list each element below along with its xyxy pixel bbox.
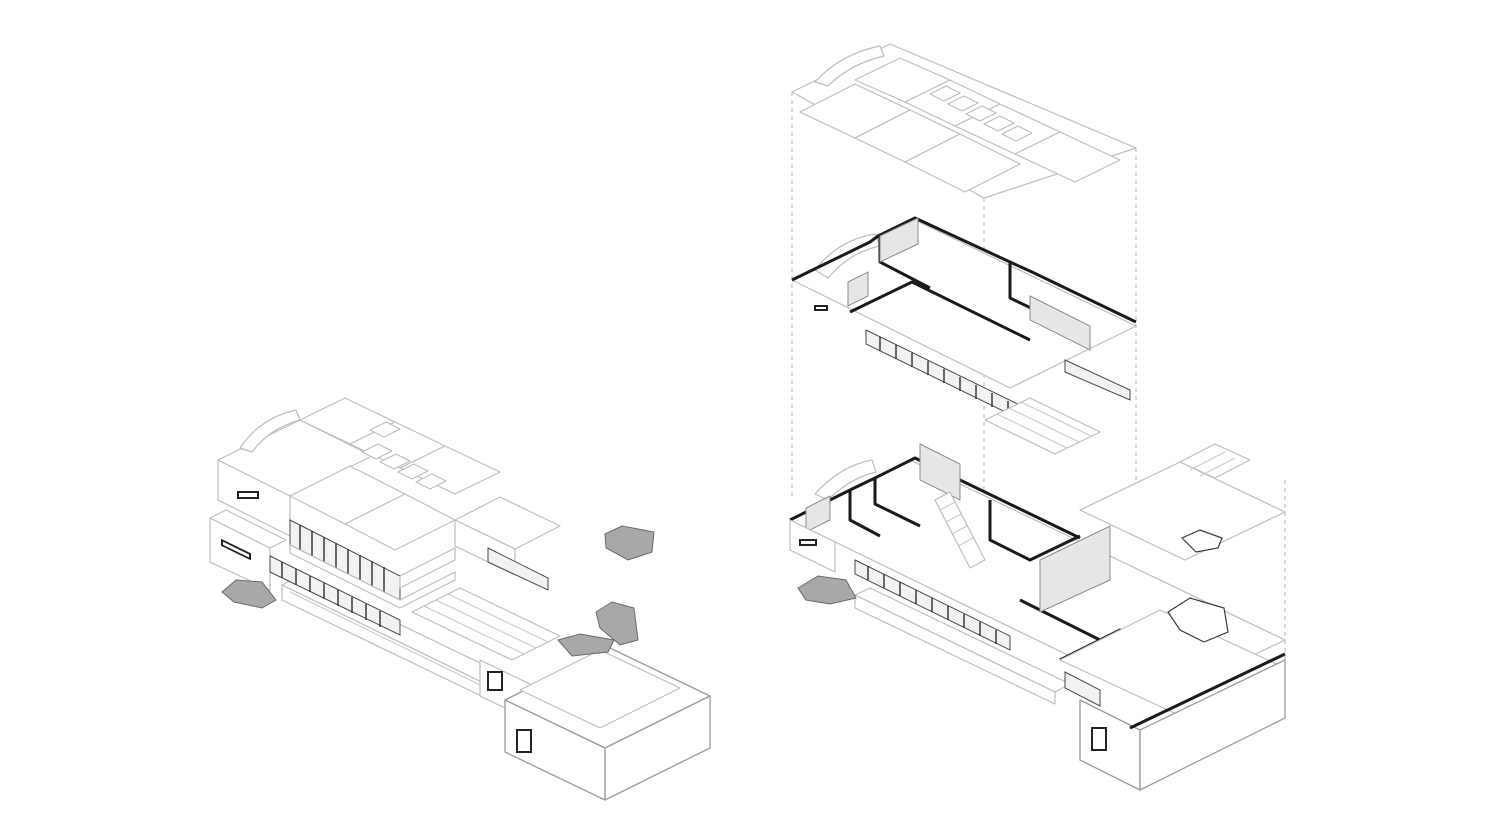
- ground-cut-room-3: [988, 500, 1081, 562]
- rock-outline-1: [1180, 529, 1223, 553]
- upper-window: [237, 491, 259, 499]
- ground-curved-wall: [814, 459, 877, 501]
- upper-right-glazing: [1064, 359, 1131, 401]
- upper-slab: [289, 544, 456, 609]
- pavilion-glazing: [487, 547, 549, 591]
- ground-cut-wall-outer: [789, 456, 1081, 540]
- ground-pergola-stub: [1179, 443, 1251, 479]
- wing-glazing: [1064, 671, 1101, 707]
- upper-ramp: [984, 397, 1101, 455]
- end-box-terrace: [519, 649, 681, 729]
- roof-curved-edge: [814, 45, 885, 87]
- ground-floor-level: [789, 443, 1286, 791]
- upper-overhang: [399, 547, 456, 589]
- upper-room-wall-3: [847, 271, 869, 307]
- rock-2: [595, 601, 639, 646]
- rock-4: [221, 579, 277, 609]
- upper-room-wall-1: [879, 217, 919, 263]
- ground-stair: [934, 491, 986, 569]
- upper-mullions: [299, 525, 385, 592]
- ground-glazing: [269, 555, 401, 636]
- end-box-window-r: [1091, 727, 1107, 751]
- rock-1: [604, 525, 655, 561]
- roof-skylights: [361, 421, 447, 490]
- wing-window: [487, 671, 503, 691]
- rock-outline-2: [1167, 597, 1229, 643]
- end-box-front-r: [1079, 699, 1141, 791]
- upper-cut-wall-inner: [849, 280, 1031, 342]
- upper-room-wall-2: [1029, 295, 1091, 351]
- end-box-cut: [1129, 652, 1286, 730]
- end-box-side-r: [1139, 659, 1286, 791]
- upper-cut-wall-outer: [791, 216, 1137, 324]
- ground-cut-room-2: [873, 478, 921, 528]
- lower-block-window: [221, 538, 251, 561]
- assembled-axonometric: [209, 397, 711, 801]
- curved-roof-edge: [239, 409, 301, 453]
- ground-room-wall-1: [919, 443, 961, 501]
- ground-room-wall-2: [1039, 525, 1111, 613]
- pergola-slats: [423, 593, 549, 655]
- roof-steps: [929, 85, 1033, 142]
- roof-panel-d: [1014, 131, 1121, 183]
- upper-side-window: [814, 305, 828, 311]
- rock-ground: [797, 575, 857, 605]
- roof-level: [791, 43, 1137, 199]
- upper-floor-level: [791, 216, 1137, 455]
- ground-room-wall-3: [805, 495, 831, 533]
- upper-ramp-slats: [996, 401, 1092, 449]
- upper-balcony-mullions: [879, 337, 1009, 415]
- end-box-side: [604, 695, 711, 801]
- ground-left-window: [799, 539, 817, 546]
- roof-panel-g: [904, 133, 1021, 193]
- exploded-axonometric: [789, 43, 1286, 791]
- ground-main-mullions: [867, 566, 997, 644]
- ground-cut-room-1: [848, 490, 881, 538]
- end-box-window: [516, 729, 532, 753]
- step-line: [289, 591, 506, 698]
- lower-block-top: [209, 509, 287, 549]
- ground-pergola-slab: [1079, 461, 1286, 561]
- ground-pergola-slats: [1189, 451, 1236, 477]
- ground-terrace-edge: [854, 594, 1056, 705]
- ground-mullions: [281, 562, 381, 627]
- rock-3: [557, 633, 615, 657]
